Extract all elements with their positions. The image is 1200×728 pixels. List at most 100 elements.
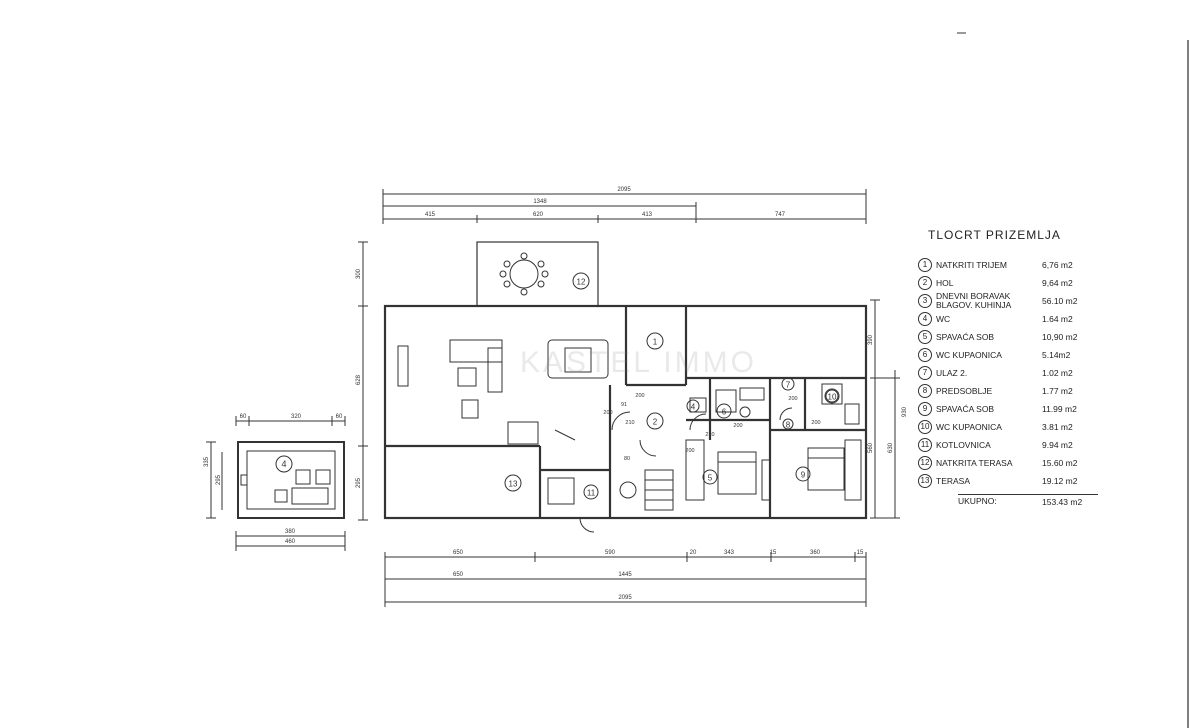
dim-shed-bottom: 460 [285, 539, 296, 545]
dim-inner-label: 210 [705, 432, 714, 438]
total-label: UKUPNO: [958, 496, 997, 506]
total-area: 153.43 m2 [1042, 497, 1083, 507]
legend-room-area: 19.12 m2 [1042, 476, 1078, 486]
legend-row: 10 WC KUPAONICA 3.81 m2 [918, 418, 1098, 436]
legend-room-number: 7 [918, 366, 932, 380]
room-legend: TLOCRT PRIZEMLJA 1 NATKRITI TRIJEM 6,76 m2… [918, 228, 1098, 507]
legend-room-number: 1 [918, 258, 932, 272]
dim-inner-label: 200 [733, 423, 742, 429]
shed-drawing [206, 416, 346, 551]
legend-row: 5 SPAVAĆA SOB 10,90 m2 [918, 328, 1098, 346]
dim-shed-bottom: 380 [285, 529, 296, 535]
dim-inner-label: 80 [624, 456, 630, 462]
dim-right-part: 390 [868, 334, 874, 345]
legend-room-name: DNEVNI BORAVAK BLAGOV. KUHINJA [936, 291, 1012, 310]
dim-bottom-part: 650 [453, 550, 464, 556]
legend-room-number: 11 [918, 438, 932, 452]
legend-room-area: 3.81 m2 [1042, 422, 1073, 432]
dim-left-part: 295 [356, 477, 362, 488]
legend-room-number: 10 [918, 420, 932, 434]
legend-room-name: PREDSOBLJE [936, 385, 993, 396]
legend-room-name: SPAVAĆA SOB [936, 403, 995, 414]
legend-room-number: 9 [918, 402, 932, 416]
legend-room-name: WC KUPAONICA [936, 349, 1002, 360]
legend-room-area: 10,90 m2 [1042, 332, 1078, 342]
door-swings [579, 407, 793, 533]
dim-left-part: 628 [356, 374, 362, 385]
legend-room-number: 5 [918, 330, 932, 344]
room-number-12: 12 [577, 278, 586, 287]
room-number-11: 11 [587, 489, 596, 498]
right-dimension-lines [870, 299, 900, 519]
legend-row: 6 WC KUPAONICA 5.14m2 [918, 346, 1098, 364]
room-number-10: 10 [828, 393, 837, 402]
stairs [547, 439, 705, 511]
dim-top-part: 620 [533, 212, 544, 218]
room-number-2: 2 [653, 418, 658, 427]
dim-bottom-part: 360 [810, 550, 821, 556]
dim-right-part: 560 [868, 442, 874, 453]
legend-room-area: 15.60 m2 [1042, 458, 1078, 468]
legend-room-name: NATKRITI TRIJEM [936, 259, 1007, 270]
legend-room-number: 12 [918, 456, 932, 470]
legend-room-number: 3 [918, 294, 932, 308]
dim-top-part: 415 [425, 212, 436, 218]
legend-room-area: 6,76 m2 [1042, 260, 1073, 270]
legend-room-name: HOL [936, 277, 954, 288]
legend-room-name: ULAZ 2. [936, 367, 968, 378]
room-number-1: 1 [653, 338, 658, 347]
dim-bottom-part: 15 [857, 550, 864, 556]
legend-row: 1 NATKRITI TRIJEM 6,76 m2 [918, 256, 1098, 274]
dim-top-part: 413 [642, 212, 653, 218]
dim-inner-label: 200 [811, 420, 820, 426]
room-number-6: 6 [722, 408, 727, 417]
covered-terrace [476, 241, 599, 307]
legend-room-number: 8 [918, 384, 932, 398]
dim-inner-label: 200 [685, 448, 694, 454]
left-dimension-lines [358, 241, 368, 521]
room-number-7: 7 [786, 381, 791, 390]
dim-shed-left: 295 [216, 474, 222, 485]
legend-room-name: SPAVAĆA SOB [936, 331, 995, 342]
dim-right-part: 630 [888, 442, 894, 453]
bathroom-fixtures [689, 383, 860, 425]
legend-room-name: WC [936, 313, 951, 324]
room-number-4: 4 [691, 403, 696, 412]
legend-room-number: 6 [918, 348, 932, 362]
legend-room-name: TERASA [936, 475, 971, 486]
living-furniture [397, 339, 609, 445]
bottom-dimension-lines [384, 552, 867, 607]
room-number-13: 13 [509, 480, 518, 489]
room-number-8: 8 [786, 421, 791, 430]
dim-bottom-part: 20 [690, 550, 697, 556]
watermark: KASTEL IMMO [520, 346, 754, 379]
dim-inner-label: 200 [603, 410, 612, 416]
dim-left-part: 300 [356, 268, 362, 279]
room-number-circles [504, 272, 839, 500]
dim-top-part: 747 [775, 212, 786, 218]
dim-shed-top: 320 [291, 414, 302, 420]
legend-room-name: WC KUPAONICA [936, 421, 1002, 432]
dim-bottom-mid: 1445 [618, 572, 632, 578]
top-dimension-lines [382, 189, 867, 224]
legend-room-area: 1.02 m2 [1042, 368, 1073, 378]
dim-bottom-total: 2095 [618, 595, 632, 601]
legend-room-number: 2 [918, 276, 932, 290]
dim-shed-top: 60 [240, 414, 247, 420]
dim-top-mid: 1348 [533, 199, 547, 205]
legend-room-area: 9.94 m2 [1042, 440, 1073, 450]
legend-room-area: 5.14m2 [1042, 350, 1071, 360]
legend-title: TLOCRT PRIZEMLJA [928, 228, 1061, 242]
dim-inner-label: 210 [625, 420, 634, 426]
legend-room-number: 4 [918, 312, 932, 326]
